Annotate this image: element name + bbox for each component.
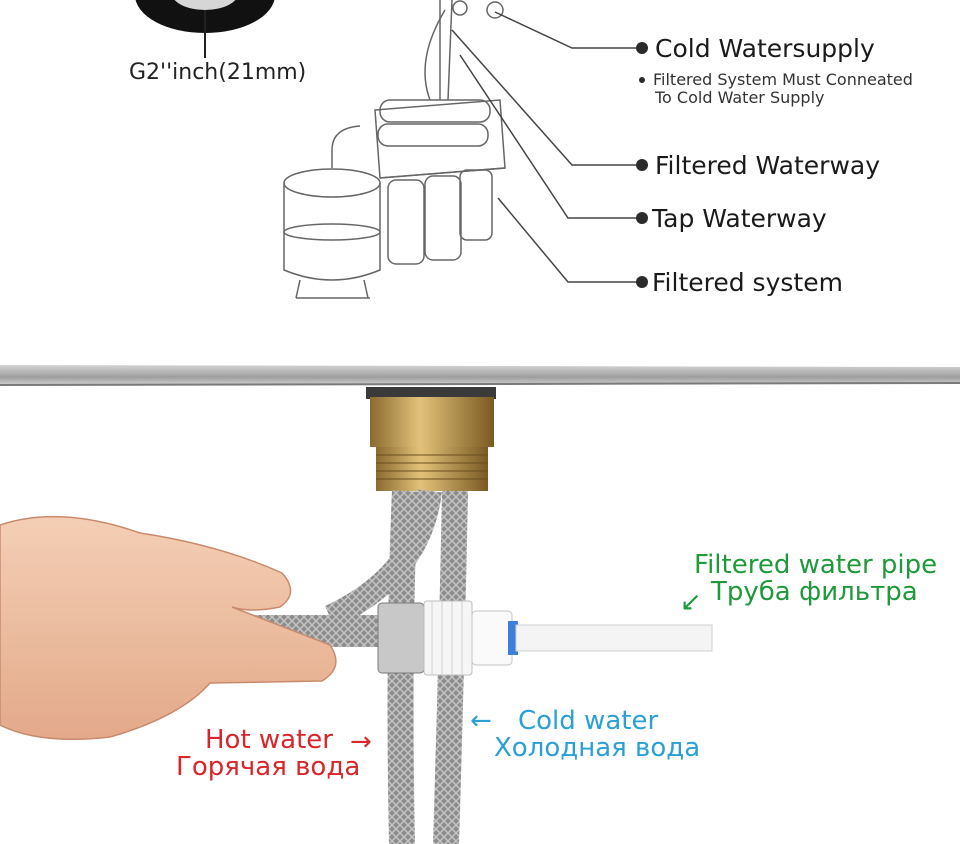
hand — [0, 515, 337, 741]
callout-dots — [636, 42, 648, 288]
callout-cold-supply: Cold Watersupply — [655, 34, 875, 63]
filtered-pipe-label-ru: Труба фильтра — [711, 577, 918, 607]
diagram-drawing — [135, 0, 648, 299]
callout-filtered-waterway: Filtered Waterway — [655, 151, 881, 180]
tap-hose-bend — [324, 489, 442, 628]
cold-water-label-en: Cold water — [518, 706, 659, 736]
callout-dot-cold-supply — [636, 42, 648, 54]
cold-water-arrow-icon: ← — [470, 706, 492, 736]
fitting-closeup-image — [135, 0, 275, 58]
chrome-coupling — [377, 602, 425, 674]
filtered-water-pipe — [515, 624, 713, 652]
ro-filter-system-drawing — [283, 0, 506, 299]
hot-water-label-ru: Горячая вода — [176, 752, 361, 782]
under-sink-photo: Filtered water pipe Труба фильтра ↙ Cold… — [0, 345, 960, 844]
hot-water-label-en: Hot water — [205, 725, 333, 755]
photo-illustration — [0, 365, 960, 844]
brass-faucet-nut — [366, 387, 496, 491]
note-line-1: Filtered System Must Conneated — [653, 70, 913, 89]
installation-diagram: G2''inch(21mm) Cold Watersupply Filtered… — [0, 0, 960, 345]
callout-dot-tap-waterway — [636, 212, 648, 224]
note-line-2: To Cold Water Supply — [655, 88, 825, 107]
white-tee-fitting — [423, 600, 473, 676]
cold-water-label-ru: Холодная вода — [494, 733, 701, 763]
filtered-pipe-label-en: Filtered water pipe — [694, 550, 938, 580]
note-bullet — [639, 77, 645, 83]
callout-dot-filtered-waterway — [636, 159, 648, 171]
sink-underside — [0, 365, 960, 385]
hot-water-arrow-icon: → — [350, 727, 372, 757]
callout-dot-filtered-system — [636, 276, 648, 288]
callout-filtered-system: Filtered system — [652, 268, 843, 297]
fitting-size-label: G2''inch(21mm) — [129, 60, 307, 85]
callout-tap-waterway: Tap Waterway — [652, 204, 827, 233]
filtered-pipe-arrow-icon: ↙ — [680, 587, 702, 617]
callout-leader-lines — [451, 11, 640, 283]
